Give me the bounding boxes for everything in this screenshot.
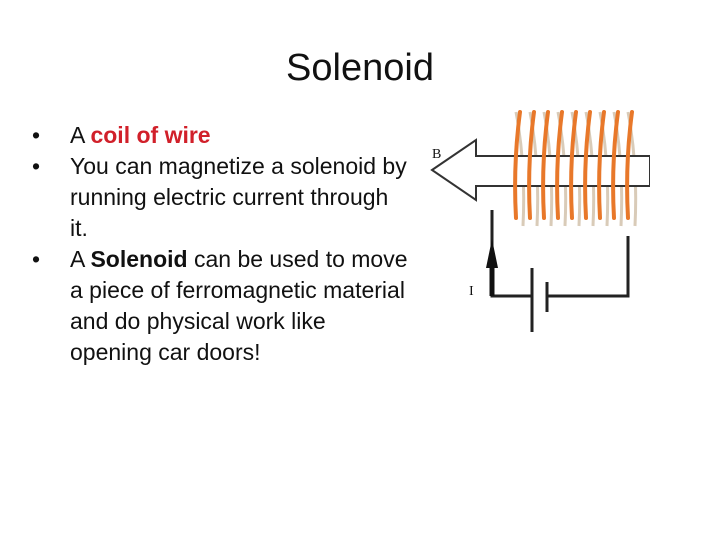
coil-turn — [555, 110, 564, 220]
coil-turn — [513, 110, 522, 220]
magnetic-field-arrow — [430, 138, 650, 202]
field-label-b: B — [432, 147, 441, 162]
coil-turn — [597, 110, 606, 220]
bullet-list: A coil of wire You can magnetize a solen… — [28, 120, 408, 368]
bullet-1-emphasis: coil of wire — [90, 122, 211, 148]
bullet-magnetize: You can magnetize a solenoid by running … — [28, 151, 408, 244]
bullet-1-text: A — [70, 122, 91, 148]
coil-turn — [527, 110, 536, 220]
bullet-solenoid-use: A Solenoid can be used to move a piece o… — [28, 244, 408, 368]
slide-title: Solenoid — [286, 47, 434, 89]
bullet-3-after: can be used to move a piece of ferromagn… — [70, 246, 408, 365]
bullet-3-emphasis: Solenoid — [90, 246, 188, 272]
current-arrow-icon — [486, 239, 498, 268]
coil-turn — [569, 110, 578, 220]
coil-turn — [541, 110, 550, 220]
solenoid-diagram: B I — [430, 110, 650, 332]
coil-turn — [625, 110, 634, 220]
bullet-coil-of-wire: A coil of wire — [28, 120, 408, 151]
bullet-3-text: A — [70, 246, 91, 272]
coil-turn — [583, 110, 592, 220]
coil-turns — [513, 110, 634, 220]
coil-turn — [611, 110, 620, 220]
current-label-i: I — [469, 284, 474, 299]
